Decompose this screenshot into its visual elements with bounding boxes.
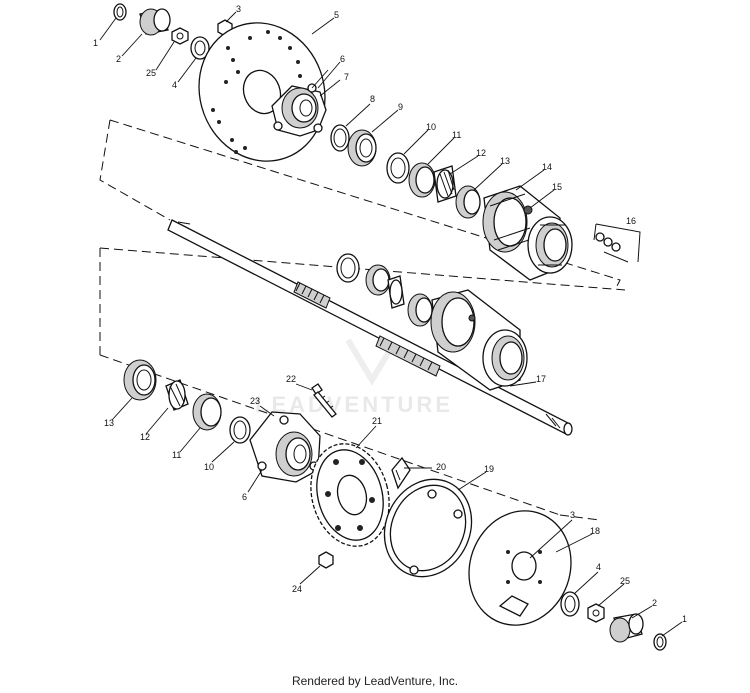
axle-bearing-stack (336, 253, 433, 327)
callout-4-bottom: 4 (596, 562, 601, 572)
bolt-22 (311, 383, 337, 418)
cup-13-bottom (123, 359, 157, 401)
callout-18: 18 (590, 526, 600, 536)
axle-shaft-17 (167, 219, 573, 436)
race-11-top (408, 162, 436, 198)
snap-ring-1-bottom (653, 633, 667, 651)
callout-13-bottom: 13 (104, 418, 114, 428)
brake-ring-19 (383, 478, 473, 578)
callout-5: 5 (334, 10, 339, 20)
washer-4-bottom (560, 591, 580, 617)
callout-8: 8 (370, 94, 375, 104)
bearing-housing-14 (482, 185, 573, 281)
callout-20: 20 (436, 462, 446, 472)
nut-25-bottom (587, 603, 605, 623)
sprocket-21 (310, 443, 390, 547)
callout-2-bottom: 2 (652, 598, 657, 608)
callout-6-top: 6 (340, 54, 345, 64)
bushing-2-bottom (609, 613, 644, 643)
callout-12-top: 12 (476, 148, 486, 158)
washer-4-top (190, 36, 210, 60)
render-credit: Rendered by LeadVenture, Inc. (291, 674, 459, 688)
seal-10-top (386, 152, 410, 184)
callout-9: 9 (398, 102, 403, 112)
stud-6-top (311, 69, 329, 89)
ring-8 (330, 124, 350, 152)
hub-7-top (271, 83, 327, 137)
leader-lines (99, 11, 683, 637)
bearing-housing-assembled (430, 289, 528, 391)
roller-bearing-12-top (433, 165, 457, 203)
callout-14: 14 (542, 162, 552, 172)
callout-11-bottom: 11 (172, 450, 181, 460)
nut-25-top (171, 27, 189, 45)
callout-24: 24 (292, 584, 302, 594)
callout-25-bottom: 25 (620, 576, 630, 586)
callout-labels: 1 2 25 4 3 5 6 7 8 9 10 11 12 13 14 15 1… (93, 4, 687, 624)
callout-22: 22 (286, 374, 296, 384)
callout-11-top: 11 (452, 130, 461, 140)
bearing-9 (347, 129, 377, 167)
cup-13-top (455, 185, 481, 219)
callout-16: 16 (626, 216, 636, 226)
callout-19: 19 (484, 464, 494, 474)
brake-disc-18 (468, 510, 572, 626)
chain-guide-20 (391, 456, 411, 490)
assembly-boundary-lines (99, 119, 626, 521)
fastener-16 (593, 223, 641, 263)
bushing-2-top (139, 8, 171, 36)
seal-10-bottom (229, 416, 251, 444)
callout-25-top: 25 (146, 68, 156, 78)
roller-bearing-12-bottom (165, 379, 189, 411)
callout-23: 23 (250, 396, 260, 406)
callout-3-bottom: 3 (570, 510, 575, 520)
callout-1-top: 1 (93, 38, 98, 48)
nut-24 (318, 551, 334, 569)
sprocket-hub-23 (249, 411, 321, 483)
callout-6-bottom: 6 (242, 492, 247, 502)
callout-17: 17 (536, 374, 546, 384)
callout-1-bottom: 1 (682, 614, 687, 624)
callout-15: 15 (552, 182, 562, 192)
callout-21: 21 (372, 416, 382, 426)
callout-10-top: 10 (426, 122, 436, 132)
callout-3-top: 3 (236, 4, 241, 14)
callout-12-bottom: 12 (140, 432, 150, 442)
callout-7: 7 (344, 72, 349, 82)
callout-4-top: 4 (172, 80, 177, 90)
snap-ring-1-top (113, 3, 127, 21)
callout-2-top: 2 (116, 54, 121, 64)
race-11-bottom (192, 393, 222, 431)
callout-13-top: 13 (500, 156, 510, 166)
callout-10-bottom: 10 (204, 462, 214, 472)
